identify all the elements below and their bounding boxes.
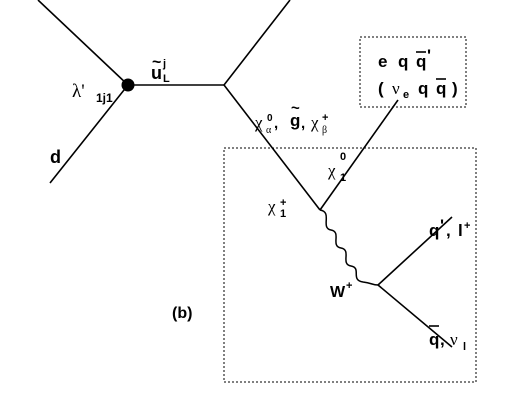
w-decay-lower-line bbox=[377, 284, 453, 348]
decay-chain-box bbox=[223, 147, 477, 383]
w-decay-upper-line bbox=[377, 216, 453, 286]
final-state-box bbox=[359, 36, 467, 108]
w-boson-label: W + bbox=[330, 280, 352, 301]
squark-label: ~ u j L bbox=[151, 54, 171, 85]
rpv-vertex-dot bbox=[121, 78, 135, 92]
neutralino-decay-line bbox=[319, 99, 399, 211]
chargino-label: χ + 1 bbox=[267, 193, 291, 220]
lower-product-label: q , ν l bbox=[429, 330, 466, 353]
coupling-label: λ' 1j1 bbox=[72, 81, 113, 105]
neutralino-label: χ 0 1 bbox=[327, 147, 351, 184]
panel-label: (b) bbox=[172, 305, 192, 322]
incoming-line-top bbox=[37, 0, 129, 86]
outgoing-line-top bbox=[223, 0, 291, 86]
upper-product-label: q ' , l + bbox=[429, 216, 470, 240]
final-state-line-2: ( ν e q q ) bbox=[378, 79, 458, 102]
quark-d-line bbox=[49, 84, 129, 184]
final-state-line-1: e q q ' bbox=[378, 46, 431, 71]
intermediate-label: χ 0 α , ~ g , χ + β bbox=[254, 100, 333, 137]
w-boson-wavy-line bbox=[319, 209, 379, 286]
quark-d-label: d bbox=[50, 147, 61, 167]
